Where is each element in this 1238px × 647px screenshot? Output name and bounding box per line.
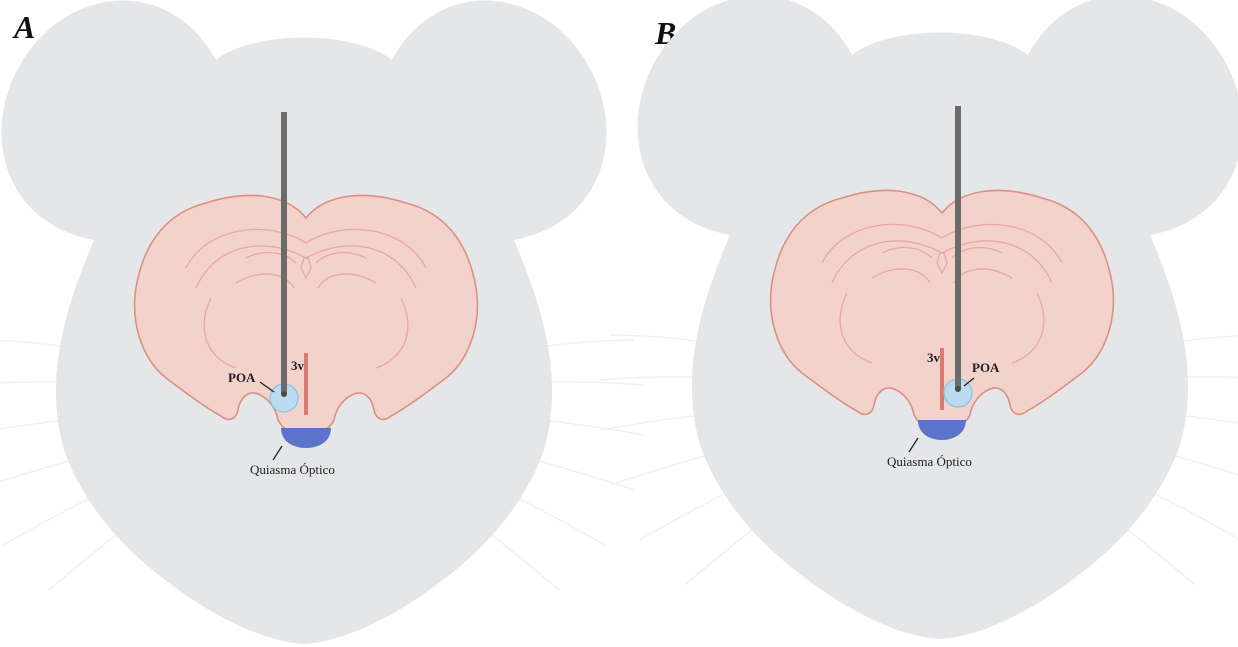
panel-b: B POA 3v Qu (600, 0, 1238, 639)
probe-a (281, 112, 287, 394)
poa-label-a: POA (228, 370, 256, 385)
third-ventricle-label-b: 3v (927, 350, 941, 365)
chiasm-label-b: Quiasma Óptico (887, 454, 972, 469)
panel-letter-a: A (12, 9, 35, 45)
third-ventricle-label-a: 3v (291, 358, 305, 373)
third-ventricle-a (304, 353, 308, 415)
probe-b (955, 106, 961, 389)
chiasm-label-a: Quiasma Óptico (250, 462, 335, 477)
panel-a: A (0, 0, 644, 644)
poa-label-b: POA (972, 360, 1000, 375)
probe-tip-a (281, 391, 287, 397)
probe-tip-b (955, 386, 961, 392)
third-ventricle-b (940, 348, 944, 410)
